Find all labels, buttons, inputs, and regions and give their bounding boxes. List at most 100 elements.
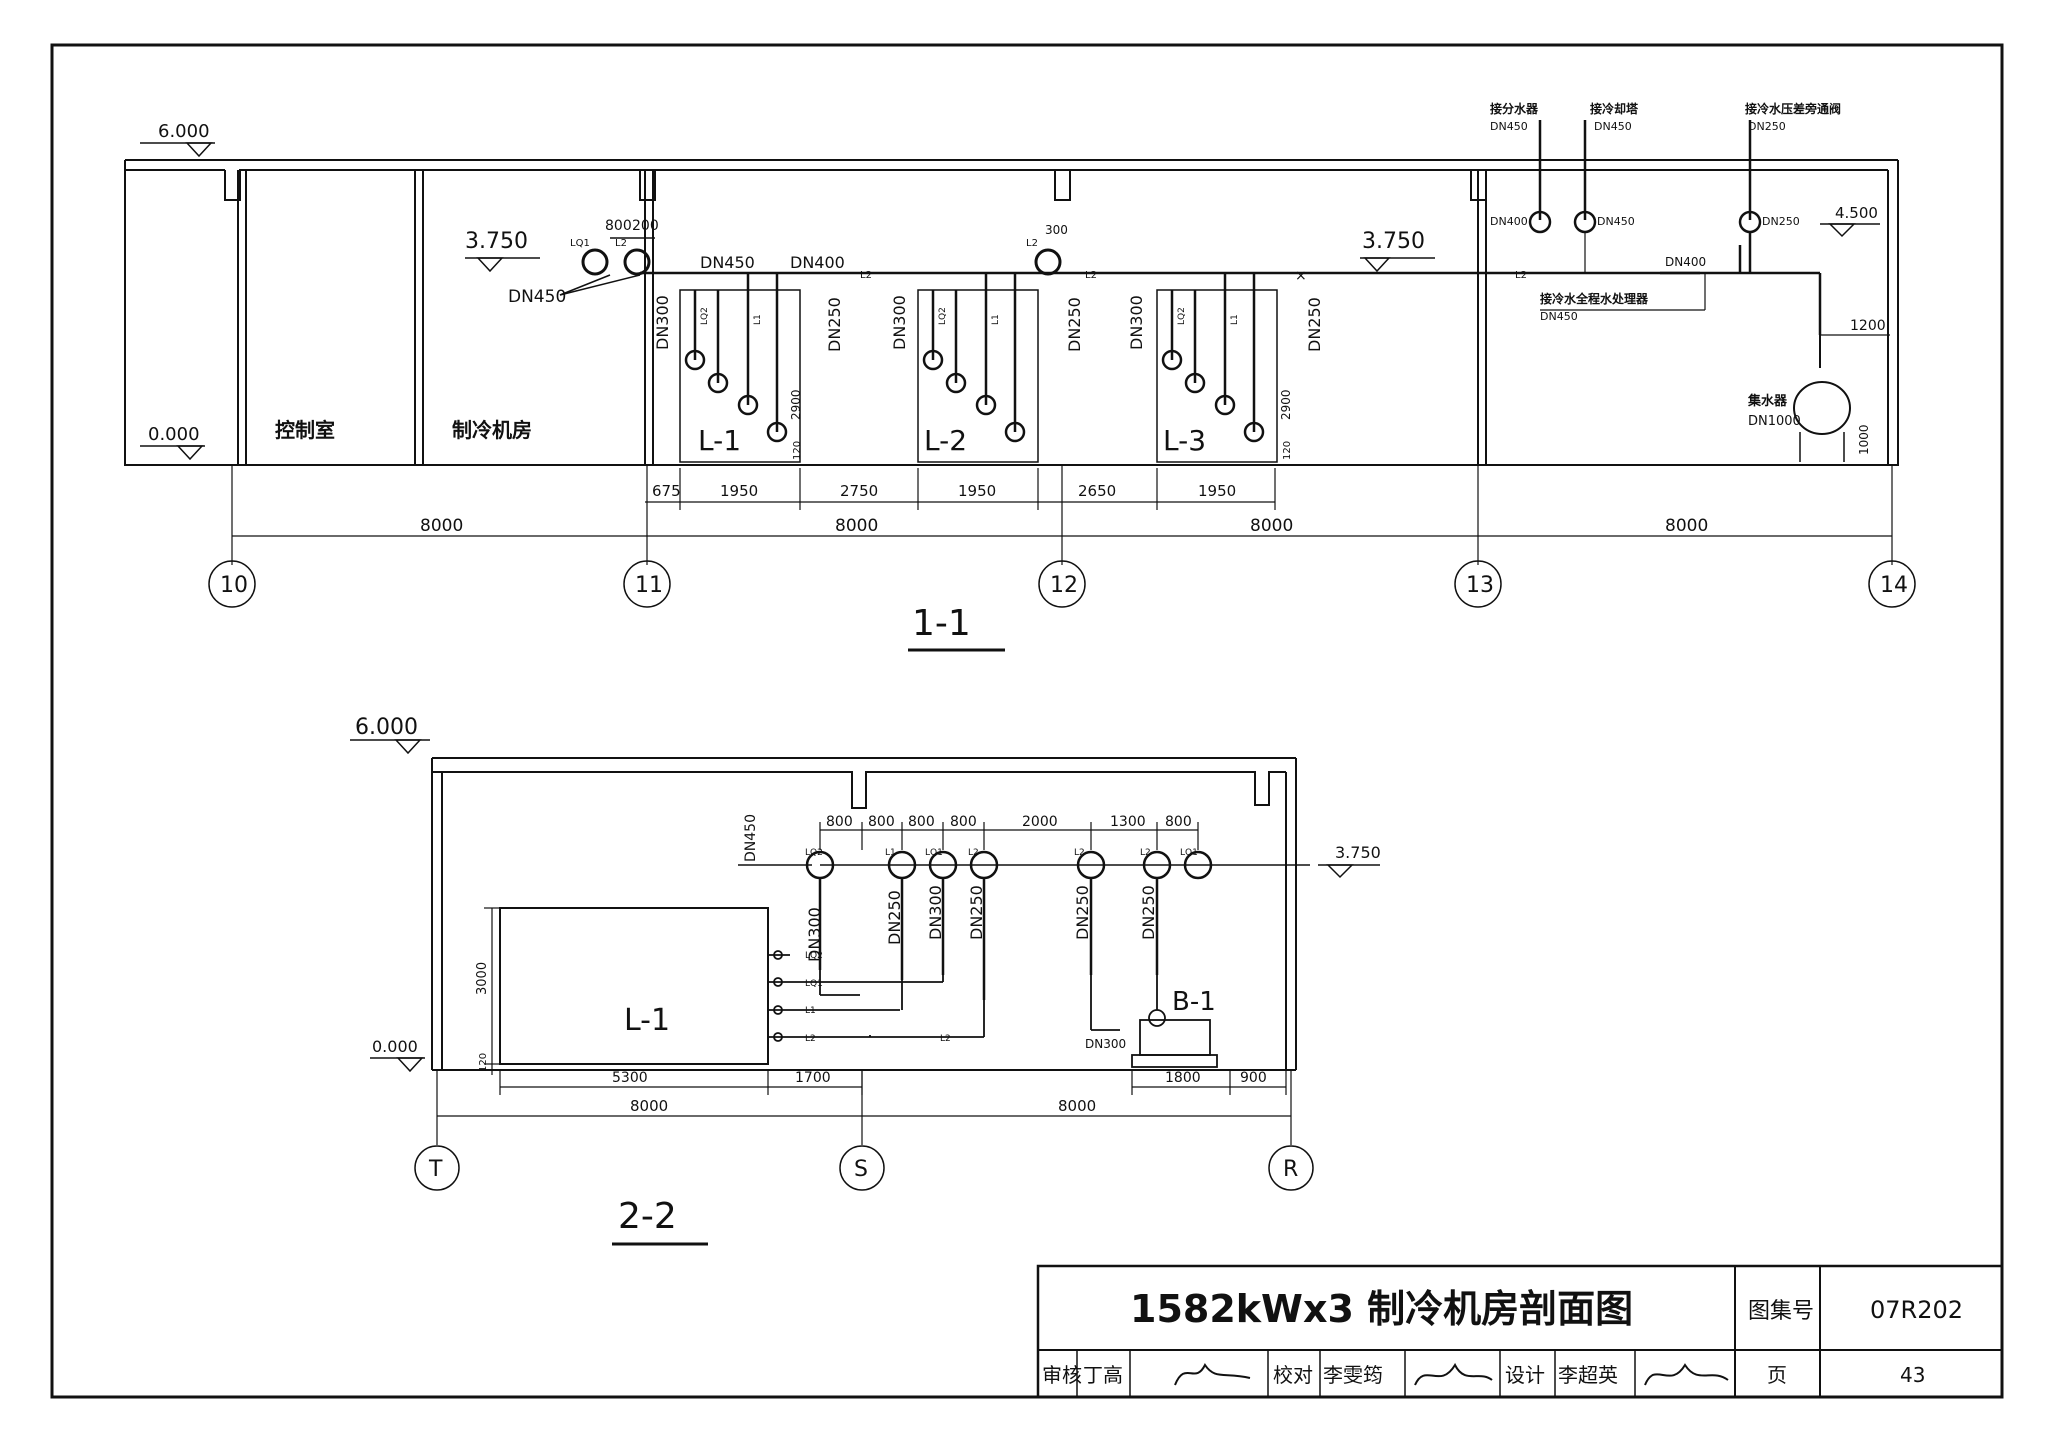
checker-signature xyxy=(1414,1362,1493,1386)
page-label: 页 xyxy=(1767,1363,1787,1387)
dim-120-3: 120 xyxy=(1282,441,1293,460)
elevation-top-1-1: 6.000 xyxy=(140,121,215,158)
dim-line-left-2-2 xyxy=(484,907,500,1075)
dim-1950-a: 1950 xyxy=(720,482,758,500)
elevation-top-text: 6.000 xyxy=(158,121,210,142)
chiller-group-1: L-1 DN300 DN250 2900 120 LQ2 L1 xyxy=(653,273,844,463)
dim-1950-b: 1950 xyxy=(958,482,996,500)
chiller-label-1: L-1 xyxy=(698,424,741,457)
water-collector xyxy=(1793,381,1851,462)
elevation-pipe-right-text: 3.750 xyxy=(1362,229,1425,254)
pipe-sections-left xyxy=(559,237,1062,296)
elevation-ground-2-2: 0.000 xyxy=(370,1037,425,1073)
pipe-tag-l2-side: L2 xyxy=(805,1034,816,1044)
pipe-tag-l2-run: L2 xyxy=(940,1034,951,1044)
dim-line-top-2-2 xyxy=(819,822,1199,850)
elevation-right-top-text: 4.500 xyxy=(1835,204,1878,222)
dim-1200-right: 1200 xyxy=(1850,318,1886,334)
dim-top-800-d: 800 xyxy=(950,814,977,830)
dim-300-top: 300 xyxy=(1045,223,1068,237)
dim-line-bottom-2-2 xyxy=(436,1070,1292,1145)
sheet-frame xyxy=(50,43,2004,1399)
axis-label-13: 13 xyxy=(1466,573,1494,598)
elevation-pipe-left: 3.750 xyxy=(465,229,540,273)
pipe-tag-lq2-2: LQ2 xyxy=(938,307,948,325)
pipe-label-dn400-main: DN400 xyxy=(790,253,845,272)
pipe-label-dn250-2-2-c: DN250 xyxy=(1073,885,1092,940)
elevation-ground-text: 0.000 xyxy=(148,424,200,445)
chiller-block-2-2 xyxy=(499,907,769,1065)
pipe-tag-lq1-2-2-b: LQ1 xyxy=(1180,848,1198,858)
pipe-tag-l1-side: L1 xyxy=(805,1006,816,1016)
pipe-label-dn300-1: DN300 xyxy=(653,295,672,350)
elevation-right-top: 4.500 xyxy=(1820,204,1880,238)
pipe-label-dn250-2-2-d: DN250 xyxy=(1139,885,1158,940)
elevation-ground-1-1: 0.000 xyxy=(140,424,205,461)
dim-line-bays-1-1 xyxy=(231,465,1893,565)
building-outline-2-2 xyxy=(431,757,1297,1071)
dim-675: 675 xyxy=(652,482,681,500)
pump-label: B-1 xyxy=(1172,987,1216,1017)
page-number: 43 xyxy=(1900,1363,1925,1387)
chiller-group-2: L-2 DN300 DN250 LQ2 L1 xyxy=(890,273,1084,463)
pipe-tag-l2-2-2-b: L2 xyxy=(1074,848,1085,858)
collector-dn: DN1000 xyxy=(1748,414,1801,429)
pipe-label-dn300-2: DN300 xyxy=(890,295,909,350)
pipe-tag-l2-2-2: L2 xyxy=(968,848,979,858)
dim-top-1300: 1300 xyxy=(1110,814,1146,830)
pipe-label-dn400-right: DN400 xyxy=(1490,215,1528,228)
pipe-tag-l1-1: L1 xyxy=(753,314,763,325)
dim-bay-3: 8000 xyxy=(1250,516,1293,536)
dim-120-2-2: 120 xyxy=(478,1053,489,1072)
pipe-tag-lq1-left: LQ1 xyxy=(570,238,590,249)
dim-top-800-a: 800 xyxy=(826,814,853,830)
pipe-label-dn250-2-2-b: DN250 xyxy=(967,885,986,940)
dim-1950-c: 1950 xyxy=(1198,482,1236,500)
pipe-label-dn300-2-2-b: DN300 xyxy=(926,885,945,940)
axis-bubbles-1-1 xyxy=(208,560,1916,608)
pipe-label-dn300-3: DN300 xyxy=(1127,295,1146,350)
pipe-label-l2-main-b: L2 xyxy=(1085,270,1097,281)
design-label: 设计 xyxy=(1505,1363,1545,1387)
pipe-tag-l2-2-2-c: L2 xyxy=(1140,848,1151,858)
pump-b1 xyxy=(1090,975,1218,1068)
pipe-label-dn300-pump: DN300 xyxy=(1085,1037,1126,1051)
pipe-tag-lq1-2-2: LQ1 xyxy=(925,848,943,858)
pipe-label-dn250-right: DN250 xyxy=(1762,215,1800,228)
dim-bay-4: 8000 xyxy=(1665,516,1708,536)
dim-top-800-e: 800 xyxy=(1165,814,1192,830)
atlas-number: 07R202 xyxy=(1870,1296,1963,1324)
dim-1700: 1700 xyxy=(795,1070,831,1086)
chiller-label-2-2: L-1 xyxy=(624,1003,670,1038)
chiller-connections-2-2 xyxy=(768,950,985,1042)
main-pipe-1-1 xyxy=(640,245,1822,335)
review-label: 审核 xyxy=(1042,1363,1082,1387)
collector-label: 集水器 xyxy=(1747,393,1788,409)
designer-signature xyxy=(1644,1363,1729,1386)
dim-2900-3: 2900 xyxy=(1279,389,1293,420)
atlas-label: 图集号 xyxy=(1748,1299,1814,1324)
pipe-label-dn450-2-2: DN450 xyxy=(743,814,759,862)
section-title-2-2: 2-2 xyxy=(618,1196,677,1237)
dim-3000: 3000 xyxy=(475,962,490,995)
elevation-pipe-2-2: 3.750 xyxy=(1318,843,1381,879)
elevation-pipe-text: 3.750 xyxy=(465,229,528,254)
axis-label-12: 12 xyxy=(1050,573,1078,598)
pipe-label-l2-main: L2 xyxy=(860,270,872,281)
axis-bubbles-2-2 xyxy=(414,1145,1314,1191)
building-outline-1-1 xyxy=(124,159,1899,466)
dim-bay-2-2-b: 8000 xyxy=(1058,1097,1096,1115)
pipe-tag-lq2-3: LQ2 xyxy=(1177,307,1187,325)
axis-label-14: 14 xyxy=(1880,573,1908,598)
pipe-tag-lq2-side: LQ2 xyxy=(805,951,823,961)
room-label-control: 控制室 xyxy=(275,418,335,442)
pipe-label-dn450-main: DN450 xyxy=(700,253,755,272)
elevation-pipe-2-2-text: 3.750 xyxy=(1335,843,1381,862)
chiller-label-3: L-3 xyxy=(1163,424,1206,457)
pipe-tag-l2-mid: L2 xyxy=(1026,238,1038,249)
axis-label-r: R xyxy=(1283,1157,1298,1182)
elevation-top-2-2: 6.000 xyxy=(350,715,430,755)
drawing-title: 1582kWx3 制冷机房剖面图 xyxy=(1130,1287,1633,1331)
pipe-label-dn250-2: DN250 xyxy=(1065,297,1084,352)
